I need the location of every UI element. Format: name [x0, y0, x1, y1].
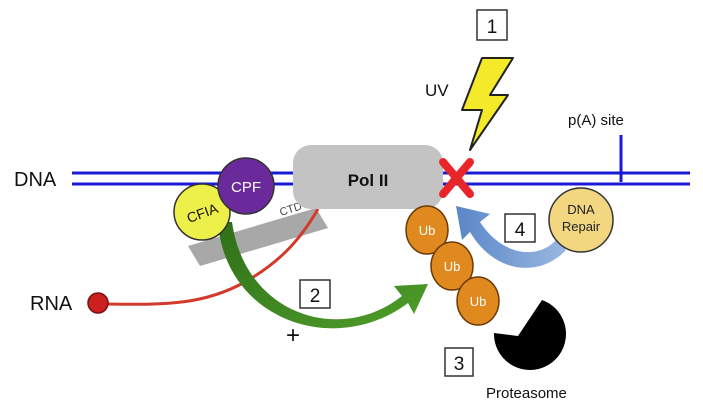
lightning-bolt-icon: [461, 57, 514, 151]
blue-arrow-step4: [456, 206, 566, 268]
green-arrow-step2: [218, 222, 428, 329]
step-1-number: 1: [487, 17, 498, 38]
ubiquitin-1-label: Ub: [419, 223, 436, 238]
step-3-box: [444, 347, 474, 377]
dna-repair-label-line1: DNA: [567, 202, 595, 217]
rna-label: RNA: [30, 293, 73, 315]
dna-repair-protein: [548, 187, 614, 253]
step-3-number: 3: [454, 354, 465, 375]
step-1-box: [476, 9, 508, 41]
step-2-box: [299, 279, 331, 309]
pol2-complex: [293, 145, 443, 209]
cpf-protein: [217, 157, 275, 215]
plus-sign: +: [286, 322, 300, 349]
proteasome-label: Proteasome: [486, 385, 567, 402]
ubiquitin-chain: [405, 205, 500, 326]
pol2-label: Pol II: [348, 171, 389, 190]
uv-label: UV: [425, 81, 449, 100]
ubiquitin-2-label: Ub: [444, 259, 461, 274]
dna-repair-label-line2: Repair: [562, 219, 601, 234]
proteasome-pacman-icon: [493, 300, 566, 370]
dna-label: DNA: [14, 169, 57, 191]
step-4-box: [504, 213, 536, 243]
step-2-number: 2: [310, 286, 321, 307]
ctd-tail: [188, 208, 328, 266]
ubiquitin-2: [430, 241, 474, 291]
step-4-number: 4: [515, 220, 526, 241]
ubiquitin-3-label: Ub: [470, 294, 487, 309]
rna-5prime-end: [87, 292, 109, 314]
ubiquitin-1: [405, 205, 449, 255]
damage-x-mark-icon: [439, 158, 474, 198]
polya-site-label: p(A) site: [568, 112, 624, 129]
ubiquitin-3: [456, 276, 500, 326]
cfia-protein: [173, 183, 231, 241]
cpf-label: CPF: [231, 179, 261, 196]
